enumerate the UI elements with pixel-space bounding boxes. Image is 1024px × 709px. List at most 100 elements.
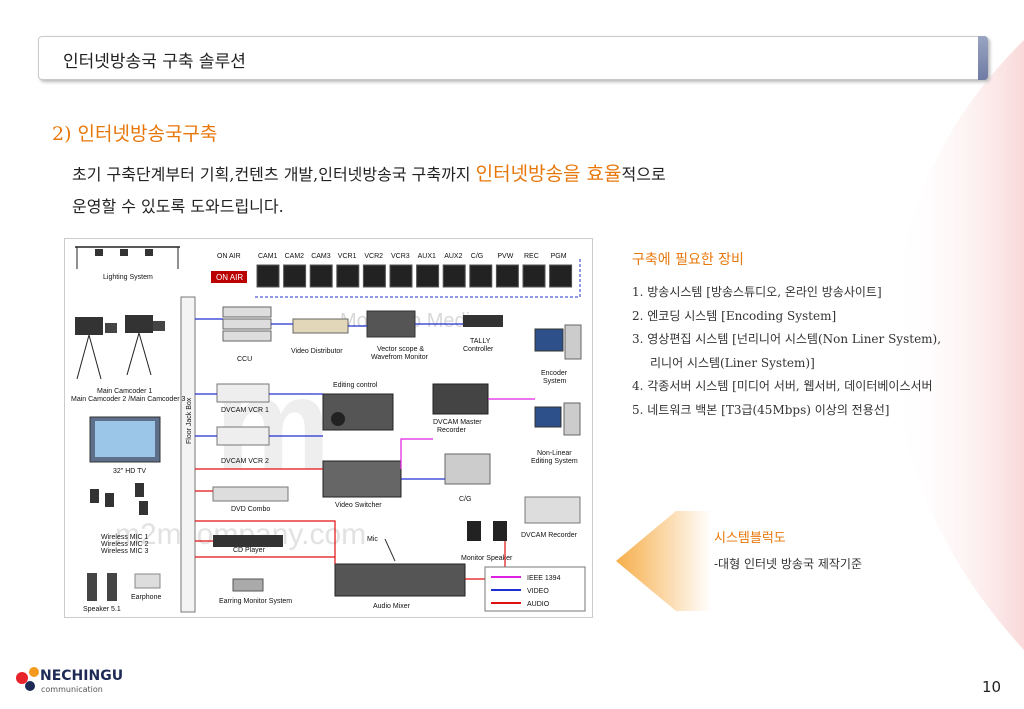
camera-label-2: Main Camcoder 2 /Main Camcoder 3 <box>71 396 185 403</box>
monitor-speaker-label: Monitor Speaker <box>461 555 513 562</box>
monitor-label: CAM1 <box>258 253 278 260</box>
monitor-label: AUX2 <box>444 253 462 260</box>
legend-ieee1394: IEEE 1394 <box>527 575 561 582</box>
requirements-title: 구축에 필요한 장비 <box>632 252 744 268</box>
chevron-left-arrow-icon <box>616 511 711 611</box>
earphone <box>134 573 161 589</box>
floor-jack-label: Floor Jack Box <box>186 397 193 444</box>
video-switcher-label: Video Switcher <box>335 502 382 509</box>
requirement-item: 5. 네트워크 백본 [T3급(45Mbps) 이상의 전용선] <box>632 402 890 417</box>
audio-mixer <box>334 563 466 597</box>
monitor-label: VCR2 <box>364 253 383 260</box>
monitor-speaker-left <box>467 521 481 541</box>
monitor-screen <box>362 264 386 288</box>
requirement-item: 3. 영상편집 시스템 [넌리니어 시스템(Non Liner System), <box>632 332 942 346</box>
earring-monitor <box>232 578 264 592</box>
audio-mixer-label: Audio Mixer <box>373 603 411 610</box>
video-switcher <box>322 460 402 498</box>
lighting-label: Lighting System <box>103 274 153 281</box>
dvd-combo-label: DVD Combo <box>231 506 270 513</box>
intro-line2: 운영할 수 있도록 도와드립니다. <box>72 197 284 216</box>
tally-label-1: TALLY <box>470 338 491 345</box>
dvcam-vcr-2-label: DVCAM VCR 2 <box>221 458 269 465</box>
dvcam-master-label-2: Recorder <box>437 427 466 434</box>
tally-controller <box>463 315 503 327</box>
legend-audio: AUDIO <box>527 601 550 608</box>
encoder-monitor <box>534 328 564 352</box>
page-title: 인터넷방송국 구축 솔루션 <box>63 52 246 72</box>
nonlinear-monitor <box>534 406 562 428</box>
monitor-wall: CAM1 CAM2 CAM3 VCR1 VCR2 VCR3 AUX1 AUX2 C/G PVW RE… <box>256 253 573 288</box>
section-title: 2) 인터넷방송국구축 <box>52 123 218 145</box>
wireless-label-1: Wireless MIC 1 <box>101 534 149 541</box>
cd-player <box>213 535 283 547</box>
requirement-item: 4. 각종서버 시스템 [미디어 서버, 웹서버, 데이터베이스서버 <box>632 379 933 393</box>
title-bar-accent <box>978 36 988 80</box>
intro-highlight: 인터넷방송을 효율 <box>475 163 622 185</box>
on-air-sign <box>211 271 247 283</box>
monitor-label: AUX1 <box>418 253 436 260</box>
lighting-system: Lighting System <box>75 246 180 281</box>
cd-player-label: CD Player <box>233 547 266 554</box>
dvcam-vcr-1 <box>216 383 270 403</box>
monitor-screen <box>495 264 519 288</box>
logo-text: NECHINGU <box>40 668 124 684</box>
vector-scope-label-2: Wavefrom Monitor <box>371 354 429 361</box>
intro-text-after: 적으로 <box>621 165 666 184</box>
speaker-label: Speaker 5.1 <box>83 606 121 613</box>
monitor-screen <box>309 264 333 288</box>
monitor-screen <box>416 264 440 288</box>
monitor-speaker-right <box>493 521 507 541</box>
monitor-label: VCR1 <box>338 253 357 260</box>
mic-label: Mic <box>367 536 378 543</box>
monitor-label: REC <box>524 253 539 260</box>
dvcam-vcr-1-label: DVCAM VCR 1 <box>221 407 269 414</box>
diagram-svg: Mobile to Media m2mcompany.com m Lightin… <box>71 246 586 613</box>
camera-label-1: Main Camcoder 1 <box>97 388 152 395</box>
intro-paragraph: 초기 구축단계부터 기획,컨텐츠 개발,인터넷방송국 구축까지 인터넷방송을 효… <box>72 158 952 223</box>
nonlinear-label-1: Non-Linear <box>537 450 572 457</box>
dvd-combo <box>212 486 289 502</box>
page-number: 10 <box>982 678 1002 696</box>
monitor-label: PGM <box>551 253 567 260</box>
monitor-screen <box>442 264 466 288</box>
video-distributor <box>292 318 349 334</box>
monitor-label: C/G <box>471 253 483 260</box>
cabling <box>195 318 535 580</box>
requirement-item: 1. 방송시스템 [방송스튜디오, 온라인 방송사이트] <box>632 285 882 299</box>
wireless-mics: Wireless MIC 1 Wireless MIC 2 Wireless M… <box>90 483 149 555</box>
hd-tv-label: 32" HD TV <box>113 468 146 475</box>
vector-scope-label-1: Vector scope & <box>377 346 424 353</box>
monitor-label: CAM3 <box>311 253 331 260</box>
intro-text: 초기 구축단계부터 기획,컨텐츠 개발,인터넷방송국 구축까지 <box>72 165 476 184</box>
vector-scope <box>366 310 416 338</box>
monitor-screen <box>336 264 360 288</box>
monitor-label: CAM2 <box>285 253 305 260</box>
speaker-5-1 <box>87 573 97 601</box>
dvcam-vcr-2 <box>216 426 270 446</box>
cg-label: C/G <box>459 496 471 503</box>
system-builder-desc: -대형 인터넷 방송국 제작기준 <box>714 557 862 571</box>
on-air-label: ON AIR <box>217 253 241 260</box>
camera-group: Main Camcoder 1 Main Camcoder 2 /Main Ca… <box>71 315 185 403</box>
nechingu-logo-icon <box>16 667 39 691</box>
requirement-item-continued: 리니어 시스템(Liner System)] <box>650 355 815 370</box>
nonlinear-label-2: Editing System <box>531 458 578 465</box>
on-air-sign-text: ON AIR <box>216 273 243 282</box>
dvcam-master-recorder <box>432 383 489 415</box>
monitor-screen <box>283 264 307 288</box>
cg-computer <box>444 453 491 485</box>
tally-label-2: Controller <box>463 346 494 353</box>
wireless-label-2: Wireless MIC 2 <box>101 541 149 548</box>
monitor-screen <box>469 264 493 288</box>
earphone-label: Earphone <box>131 594 161 601</box>
encoder-label-1: Encoder <box>541 370 568 377</box>
floor-jack-box <box>180 296 196 613</box>
watermark-m2m-logo: m <box>215 351 331 497</box>
dvcam-recorder-label: DVCAM Recorder <box>521 532 578 539</box>
title-bar: 인터넷방송국 구축 솔루션 <box>38 36 988 80</box>
requirements-list: 1. 방송시스템 [방송스튜디오, 온라인 방송사이트] 2. 엔코딩 시스템 … <box>632 281 1022 422</box>
monitor-screen <box>389 264 413 288</box>
monitor-label: PVW <box>497 253 513 260</box>
monitor-label: VCR3 <box>391 253 410 260</box>
